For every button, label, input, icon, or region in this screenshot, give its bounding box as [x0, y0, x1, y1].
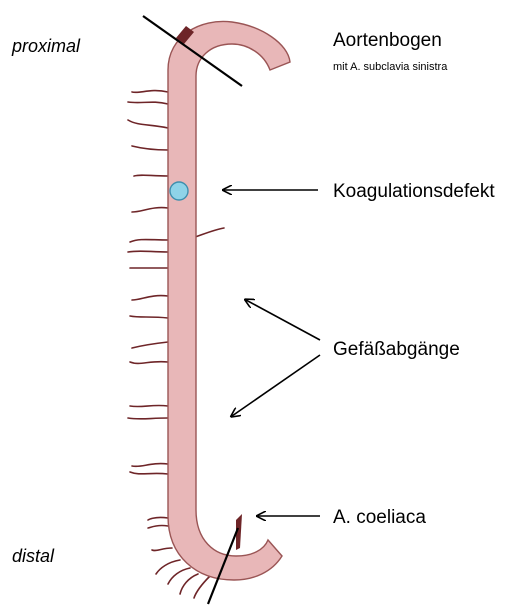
aorta-tube: [168, 21, 290, 580]
branch-vessel: [130, 472, 168, 474]
branch-vessel: [132, 342, 168, 348]
distal-label: distal: [12, 546, 55, 566]
branch-vessel: [128, 418, 168, 419]
branches-arrow-lower: [232, 355, 320, 416]
branch-vessel: [128, 120, 168, 128]
branch-vessel: [130, 240, 168, 243]
coagulation-defect-circle: [170, 182, 188, 200]
branch-vessel: [128, 102, 168, 104]
branch-vessel: [132, 464, 168, 467]
aortic-arch-title: Aortenbogen: [333, 30, 442, 51]
aortic-arch-subtitle: mit A. subclavia sinistra: [333, 61, 448, 73]
branch-vessel: [130, 362, 168, 364]
branch-vessel: [180, 574, 198, 594]
coagulation-defect-label: Koagulationsdefekt: [333, 181, 495, 202]
branches-arrow-upper: [246, 300, 320, 340]
branch-vessel: [148, 517, 168, 520]
branch-vessel: [134, 175, 168, 176]
branch-vessel: [194, 576, 210, 598]
branch-vessel: [130, 316, 168, 318]
vessel-branches-label: Gefäßabgänge: [333, 339, 460, 360]
branch-vessel: [156, 560, 180, 574]
branch-vessel: [132, 146, 168, 150]
celiac-artery-label: A. coeliaca: [333, 507, 426, 528]
branch-vessel: [128, 251, 168, 252]
branch-vessel: [132, 296, 168, 300]
branch-vessel: [132, 91, 168, 93]
branch-vessel: [130, 405, 168, 406]
proximal-label: proximal: [11, 36, 81, 56]
branch-vessel: [132, 208, 168, 212]
branch-vessel: [148, 525, 168, 528]
branch-vessel: [152, 548, 172, 551]
